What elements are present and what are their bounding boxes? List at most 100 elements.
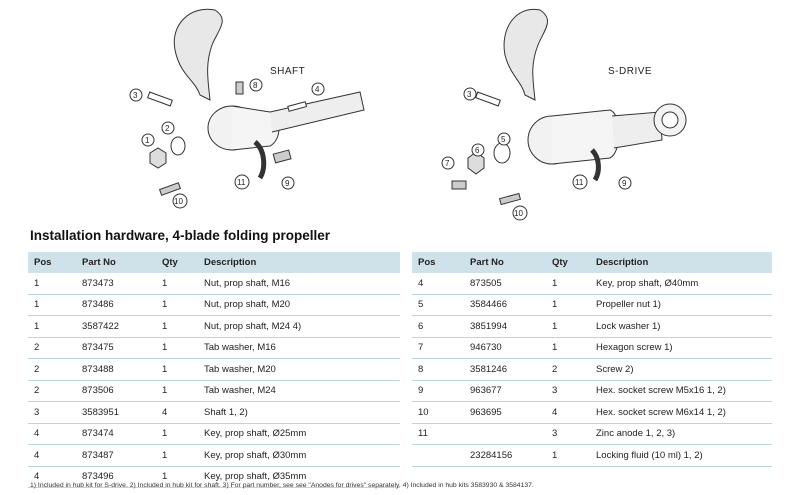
callout-6: 6 <box>475 146 480 155</box>
table-header: Pos Part No Qty Description <box>412 252 772 273</box>
cell-qty: 1 <box>546 315 590 338</box>
cell-description: Propeller nut 1) <box>590 294 772 316</box>
col-pos: Pos <box>28 252 76 273</box>
col-description: Description <box>198 252 400 273</box>
cell-part-no: 946730 <box>464 337 546 359</box>
cell-part-no: 873487 <box>76 444 156 467</box>
cell-part-no: 23284156 <box>464 444 546 467</box>
cell-pos: 4 <box>28 423 76 445</box>
section-title: Installation hardware, 4-blade folding p… <box>30 228 331 243</box>
cell-description: Shaft 1, 2) <box>198 401 400 424</box>
cell-part-no: 873486 <box>76 294 156 316</box>
cell-description: Nut, prop shaft, M16 <box>198 273 400 295</box>
cell-pos: 11 <box>412 423 464 445</box>
callout-8: 8 <box>253 81 258 90</box>
cell-qty: 1 <box>546 444 590 467</box>
shaft-callouts: 3 1 2 4 8 9 10 11 <box>129 78 325 209</box>
callout-10: 10 <box>514 209 523 218</box>
cell-pos: 4 <box>28 466 76 488</box>
cell-pos: 1 <box>28 294 76 316</box>
callout-11: 11 <box>575 178 584 187</box>
cell-qty: 3 <box>546 380 590 402</box>
cell-qty: 1 <box>546 294 590 316</box>
callout-4: 4 <box>315 85 320 94</box>
col-part-no: Part No <box>464 252 546 273</box>
callout-11: 11 <box>237 178 246 187</box>
cell-pos: 4 <box>412 273 464 295</box>
callout-5: 5 <box>501 135 506 144</box>
callout-1: 1 <box>145 136 150 145</box>
cell-pos: 9 <box>412 380 464 402</box>
callout-7: 7 <box>445 159 450 168</box>
cell-description: Tab washer, M20 <box>198 358 400 381</box>
cell-part-no: 873488 <box>76 358 156 381</box>
cell-description: Lock washer 1) <box>590 315 772 338</box>
col-part-no: Part No <box>76 252 156 273</box>
cell-qty: 1 <box>156 444 198 467</box>
cell-pos: 1 <box>28 315 76 338</box>
cell-part-no: 873505 <box>464 273 546 295</box>
cell-pos: 4 <box>28 444 76 467</box>
cell-part-no: 963695 <box>464 401 546 424</box>
cell-part-no: 3581246 <box>464 358 546 381</box>
cell-qty: 1 <box>156 423 198 445</box>
cell-description: Tab washer, M16 <box>198 337 400 359</box>
col-qty: Qty <box>546 252 590 273</box>
callout-9: 9 <box>285 179 290 188</box>
cell-description: Screw 2) <box>590 358 772 381</box>
callout-10: 10 <box>174 197 183 206</box>
cell-qty: 1 <box>156 380 198 402</box>
cell-description: Tab washer, M24 <box>198 380 400 402</box>
cell-part-no: 3587422 <box>76 315 156 338</box>
sdrive-diagram: 3 5 6 7 9 10 11 S-DRIVE <box>430 0 690 222</box>
cell-pos: 8 <box>412 358 464 381</box>
cell-qty: 1 <box>156 315 198 338</box>
cell-pos: 2 <box>28 380 76 402</box>
cell-description: Hexagon screw 1) <box>590 337 772 359</box>
cell-qty: 4 <box>546 401 590 424</box>
col-pos: Pos <box>412 252 464 273</box>
callout-9: 9 <box>622 179 627 188</box>
cell-qty: 1 <box>156 273 198 295</box>
cell-part-no: 873475 <box>76 337 156 359</box>
cell-qty: 1 <box>156 466 198 488</box>
cell-pos: 7 <box>412 337 464 359</box>
shaft-diagram-title: SHAFT <box>270 66 306 77</box>
cell-part-no: 873506 <box>76 380 156 402</box>
cell-description: Hex. socket screw M6x14 1, 2) <box>590 401 772 424</box>
cell-pos: 3 <box>28 401 76 424</box>
cell-part-no <box>464 423 546 445</box>
cell-pos <box>412 444 464 467</box>
cell-description: Key, prop shaft, Ø40mm <box>590 273 772 295</box>
cell-pos: 2 <box>28 358 76 381</box>
cell-qty: 1 <box>156 337 198 359</box>
sdrive-diagram-title: S-DRIVE <box>608 66 653 77</box>
cell-description: Nut, prop shaft, M24 4) <box>198 315 400 338</box>
cell-part-no: 873473 <box>76 273 156 295</box>
shaft-propeller-drawing: 3 1 2 4 8 9 10 11 <box>129 8 365 209</box>
cell-part-no: 873496 <box>76 466 156 488</box>
cell-description: Zinc anode 1, 2, 3) <box>590 423 772 445</box>
col-description: Description <box>590 252 772 273</box>
sdrive-callouts: 3 5 6 7 9 10 11 <box>441 87 632 221</box>
cell-part-no: 3583951 <box>76 401 156 424</box>
cell-pos: 6 <box>412 315 464 338</box>
cell-qty: 1 <box>156 358 198 381</box>
sdrive-propeller-drawing: 3 5 6 7 9 10 11 <box>441 8 687 221</box>
footnote: 1) Included in hub kit for S-drive. 2) I… <box>30 482 534 489</box>
